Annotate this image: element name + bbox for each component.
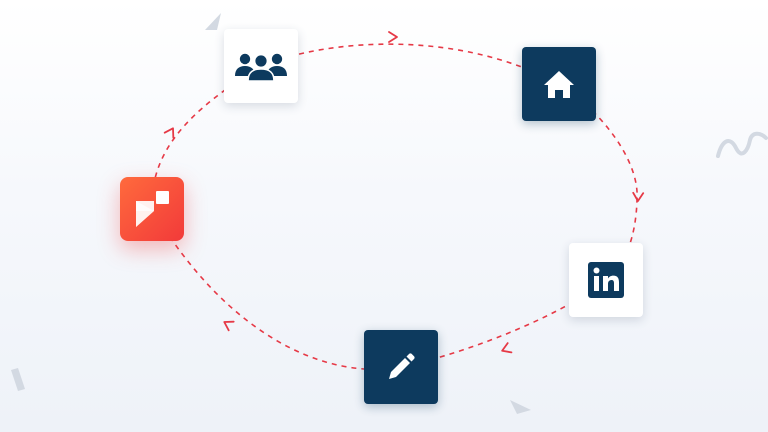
pencil-icon bbox=[389, 353, 415, 379]
home-node[interactable] bbox=[522, 47, 596, 121]
background-decorations bbox=[11, 13, 768, 414]
decor-triangle-top bbox=[205, 13, 221, 30]
brand-logo bbox=[136, 191, 169, 227]
decor-shard-left bbox=[11, 368, 25, 391]
decor-squiggle bbox=[716, 131, 768, 158]
arrow-brand-to-team bbox=[163, 127, 175, 139]
home-icon bbox=[544, 71, 574, 98]
linkedin-node[interactable] bbox=[569, 243, 643, 317]
decor-triangle-bottom bbox=[510, 400, 531, 414]
team-icon bbox=[235, 53, 287, 82]
linkedin-icon bbox=[588, 262, 624, 298]
arrow-team-to-home bbox=[388, 31, 398, 43]
team-node[interactable] bbox=[224, 29, 298, 103]
arrow-home-to-linkedin bbox=[632, 191, 645, 202]
arrow-edit-to-brand bbox=[223, 320, 235, 332]
flow-arrows bbox=[163, 31, 645, 354]
edit-node[interactable] bbox=[364, 330, 438, 404]
arrow-linkedin-to-edit bbox=[501, 342, 513, 354]
brand-logo-node[interactable] bbox=[120, 177, 184, 241]
